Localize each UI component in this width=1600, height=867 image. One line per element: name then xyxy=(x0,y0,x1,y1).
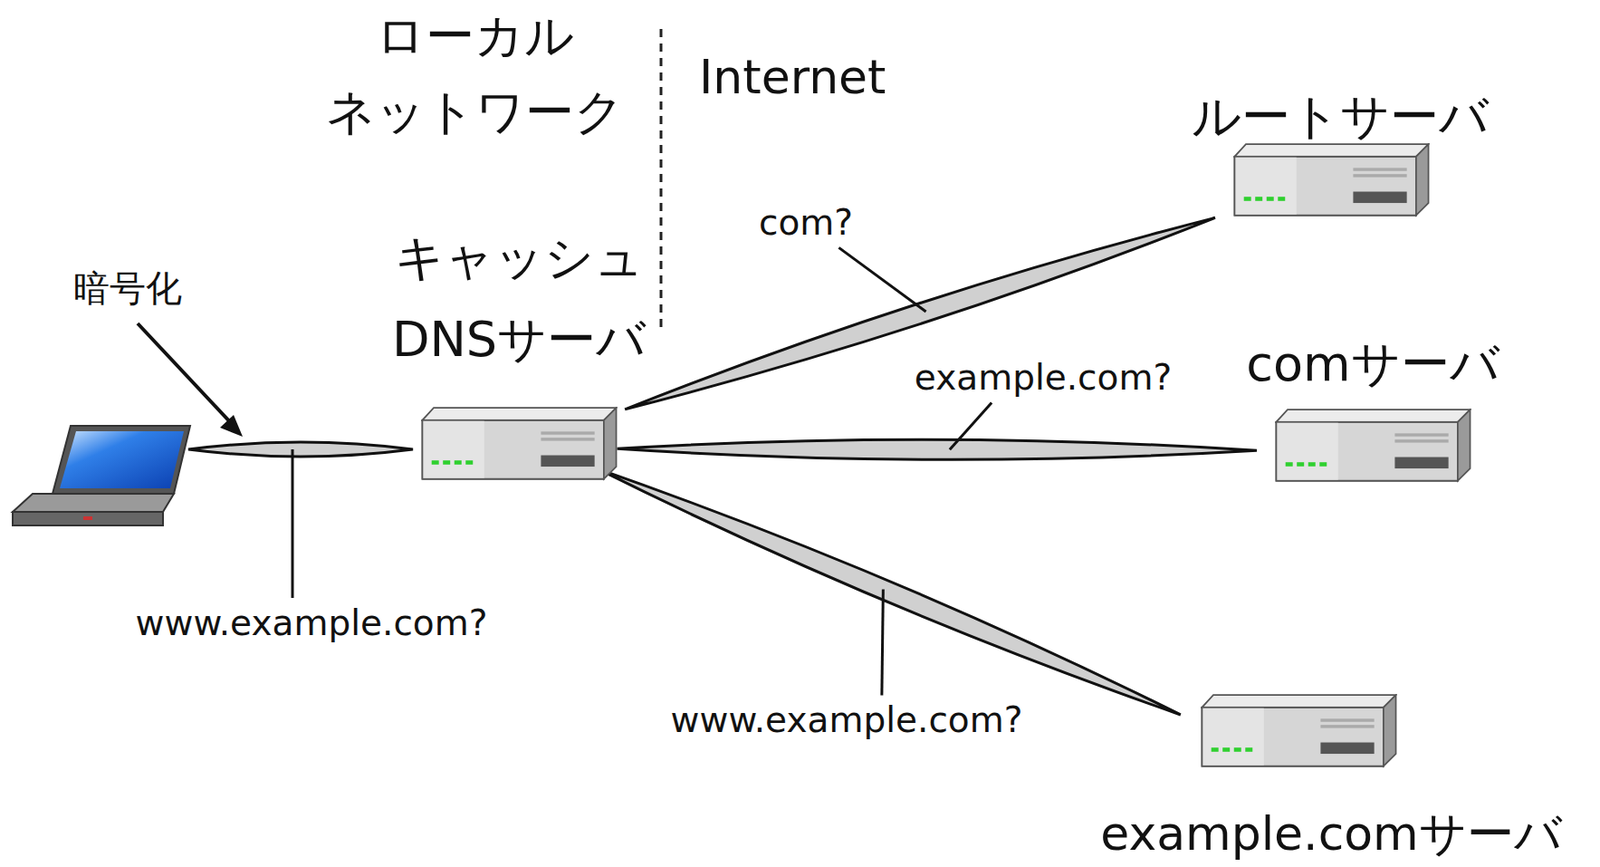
query-tunnel xyxy=(597,468,1181,715)
server-node: ルートサーバ xyxy=(1191,89,1489,218)
server-label: キャッシュ DNSサーバ xyxy=(392,217,646,381)
server-label: example.comサーバ xyxy=(1100,807,1562,860)
edge-label: example.com? xyxy=(914,356,1172,400)
server-label: comサーバ xyxy=(1245,336,1499,391)
server-icon xyxy=(1233,143,1430,218)
leader-line xyxy=(291,449,295,598)
laptop xyxy=(12,425,191,526)
server-icon xyxy=(1200,693,1398,768)
arrowhead xyxy=(220,414,243,437)
note-label: Internet xyxy=(699,48,886,106)
edge-label: com? xyxy=(758,201,853,245)
note-label: 暗号化 xyxy=(73,266,183,310)
server-icon xyxy=(421,406,618,481)
server-icon xyxy=(421,406,618,481)
boundary-line xyxy=(660,28,663,332)
server-label: ルートサーバ xyxy=(1191,89,1489,144)
server-node: comサーバ xyxy=(1245,336,1499,483)
server-icon xyxy=(1200,693,1398,768)
note-label: ローカル ネットワーク xyxy=(325,0,624,151)
query-tunnel xyxy=(624,217,1216,409)
server-icon xyxy=(1274,408,1472,483)
note-label: www.example.com? xyxy=(135,602,489,645)
server-icon xyxy=(1274,408,1472,483)
leader-line xyxy=(949,402,992,450)
server-node: キャッシュ DNSサーバ xyxy=(392,217,646,481)
server-icon xyxy=(1233,143,1430,218)
callout-arrow xyxy=(137,323,234,426)
server-node: example.comサーバ xyxy=(1100,693,1562,860)
leader-line xyxy=(838,247,926,312)
query-tunnel xyxy=(617,439,1257,460)
encrypted-tunnel xyxy=(188,441,413,457)
edge-label: www.example.com? xyxy=(670,699,1024,742)
leader-line xyxy=(881,588,883,695)
